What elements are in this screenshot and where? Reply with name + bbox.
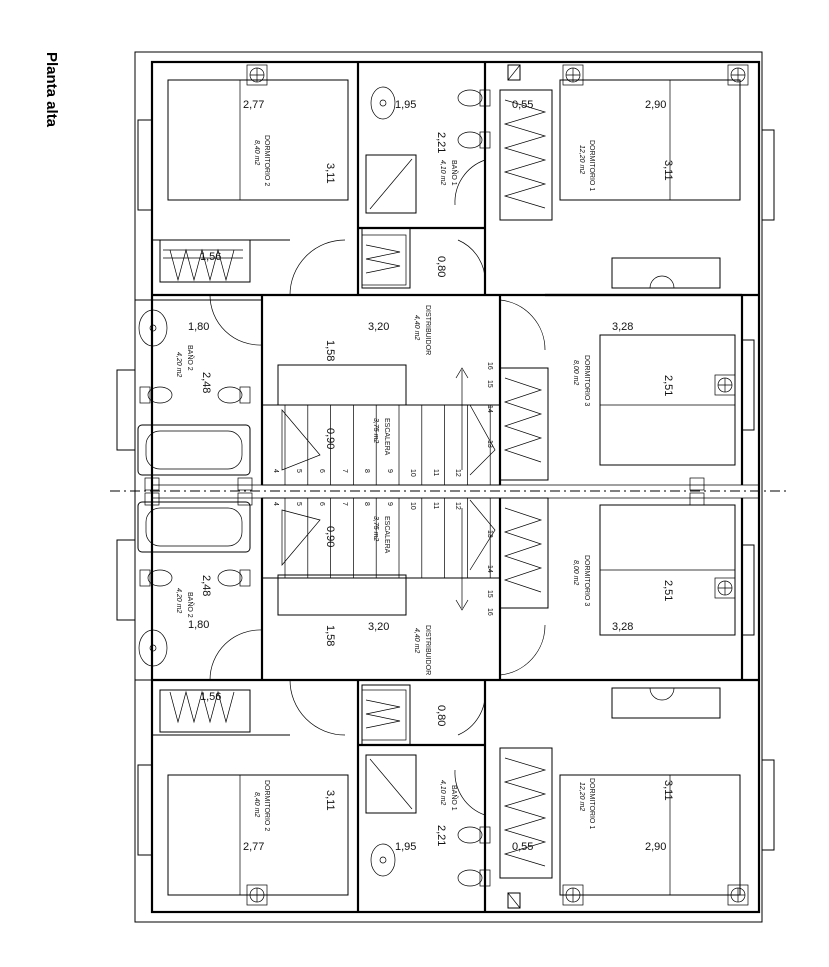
step-label: 11 [432, 502, 439, 509]
dormitorio-2-bottom-name: DORMITORIO 2 [263, 780, 270, 831]
dormitorio-1-top-dim-b: 3,11 [662, 160, 674, 181]
step-label: 13 [486, 440, 493, 448]
step-label: 5 [295, 469, 302, 473]
step-label: 10 [409, 469, 416, 477]
stair-gap-bottom-dim: 0,80 [435, 705, 447, 726]
distribuidor-bottom-area: 4,40 m2 [413, 628, 420, 653]
stairs [261, 364, 501, 616]
step-label: 6 [318, 469, 325, 473]
dormitorio-2-top-name: DORMITORIO 2 [263, 135, 270, 186]
escalera-bottom-name: ESCALERA [383, 516, 390, 554]
stair-gap-top-dim: 0,80 [435, 256, 447, 277]
escalera-top-area: 3,75 m2 [372, 418, 379, 443]
dormitorio-3-top-area: 8,00 m2 [572, 360, 579, 385]
dormitorio-3-top-dim-b: 2,51 [662, 375, 674, 396]
dormitorio-1-top-dim-a: 2,90 [645, 99, 666, 111]
escalera-top-name: ESCALERA [383, 418, 390, 456]
step-label: 11 [432, 469, 439, 476]
step-label: 7 [341, 502, 348, 506]
bano-2-top-area: 4,20 m2 [175, 352, 182, 377]
step-label: 12 [454, 469, 461, 477]
escalera-top-dim: 0,90 [324, 428, 336, 449]
bano-1-bottom-area: 4,10 m2 [439, 780, 446, 805]
step-label: 14 [486, 565, 493, 573]
step-label: 14 [486, 405, 493, 413]
bano-2-bottom-area: 4,20 m2 [175, 588, 182, 613]
distribuidor-bottom-dim-b: 1,58 [324, 625, 336, 646]
room-labels-bottom: ESCALERA 3,75 m2 0,90 3,28 2,51 DORMITOR… [175, 516, 674, 853]
step-label: 8 [363, 469, 370, 473]
step-label: 16 [486, 608, 493, 616]
bano-2-bottom-dim-b: 2,48 [200, 575, 212, 596]
exterior-walls [110, 51, 790, 923]
bano-1-top-dim-b: 2,21 [435, 132, 447, 153]
step-label: 4 [272, 469, 279, 473]
step-label: 10 [409, 502, 416, 510]
dormitorio-2-top-dim-a: 2,77 [243, 99, 264, 111]
dormitorio-1-bottom-closet: 0,55 [512, 841, 533, 853]
bano-1-bottom-name: BAÑO 1 [450, 785, 459, 811]
dormitorio-2-bottom-area: 8,40 m2 [253, 792, 260, 817]
step-label: 8 [363, 502, 370, 506]
distribuidor-top-dim-a: 3,20 [368, 321, 389, 333]
bano-1-top-area: 4,10 m2 [439, 160, 446, 185]
dormitorio-3-top-name: DORMITORIO 3 [583, 355, 590, 406]
bano-1-top-dim-a: 1,95 [395, 99, 416, 111]
dormitorio-3-bottom-area: 8,00 m2 [572, 560, 579, 585]
dormitorio-3-bottom-name: DORMITORIO 3 [583, 555, 590, 606]
bano-2-top-dim-b: 2,48 [200, 372, 212, 393]
dormitorio-2-bottom-dim-b: 3,11 [324, 790, 336, 811]
beds [167, 79, 741, 896]
escalera-bottom-dim: 0,90 [324, 526, 336, 547]
distribuidor-bottom-dim-a: 3,20 [368, 621, 389, 633]
step-label: 15 [486, 380, 493, 388]
bano-1-bottom-dim-a: 1,95 [395, 841, 416, 853]
dormitorio-2-bottom-closet: 1,56 [200, 691, 221, 703]
step-label: 6 [318, 502, 325, 506]
distribuidor-bottom-name: DISTRIBUIDOR [424, 625, 431, 675]
distribuidor-top-area: 4,40 m2 [413, 315, 420, 340]
bano-2-top-dim-a: 1,80 [188, 321, 209, 333]
bano-2-bottom-dim-a: 1,80 [188, 619, 209, 631]
stair-step-labels-bottom: 4 5 6 7 8 9 10 11 12 13 14 15 16 [272, 502, 493, 616]
bano-1-bottom-dim-b: 2,21 [435, 825, 447, 846]
dormitorio-1-bottom-dim-a: 2,90 [645, 841, 666, 853]
dormitorio-1-top-name: DORMITORIO 1 [588, 140, 595, 191]
dormitorio-1-top-closet: 0,55 [512, 99, 533, 111]
distribuidor-top-dim-b: 1,58 [324, 340, 336, 361]
bano-1-top-name: BAÑO 1 [450, 160, 459, 186]
step-label: 12 [454, 502, 461, 510]
stair-step-labels-top: 4 5 6 7 8 9 10 11 12 13 14 15 16 [272, 362, 493, 477]
step-label: 16 [486, 362, 493, 370]
dormitorio-2-bottom-dim-a: 2,77 [243, 841, 264, 853]
wardrobes [159, 89, 553, 879]
step-label: 13 [486, 530, 493, 538]
step-label: 15 [486, 590, 493, 598]
step-label: 9 [386, 469, 393, 473]
dormitorio-2-top-closet: 1,56 [200, 251, 221, 263]
escalera-bottom-area: 3,75 m2 [372, 516, 379, 541]
dormitorio-1-bottom-dim-b: 3,11 [662, 780, 674, 801]
distribuidor-top-name: DISTRIBUIDOR [424, 305, 431, 355]
bano-2-top-name: BAÑO 2 [186, 345, 195, 371]
dormitorio-3-bottom-dim-b: 2,51 [662, 580, 674, 601]
room-labels-top: 2,77 3,11 DORMITORIO 2 8,40 m2 1,56 1,95… [175, 99, 674, 456]
dormitorio-1-bottom-name: DORMITORIO 1 [588, 778, 595, 829]
dormitorio-2-top-area: 8,40 m2 [253, 140, 260, 165]
dormitorio-1-bottom-area: 12,20 m2 [578, 782, 585, 811]
step-label: 7 [341, 469, 348, 473]
dormitorio-3-bottom-dim-a: 3,28 [612, 621, 633, 633]
step-label: 5 [295, 502, 302, 506]
dormitorio-2-top-dim-b: 3,11 [324, 163, 336, 184]
door-swings [209, 159, 546, 816]
bano-2-bottom-name: BAÑO 2 [186, 592, 195, 618]
dormitorio-3-top-dim-a: 3,28 [612, 321, 633, 333]
bath-fixtures [137, 64, 721, 909]
lamp-icons [246, 64, 749, 906]
step-label: 4 [272, 502, 279, 506]
step-label: 9 [386, 502, 393, 506]
dormitorio-1-top-area: 12,20 m2 [578, 145, 585, 174]
